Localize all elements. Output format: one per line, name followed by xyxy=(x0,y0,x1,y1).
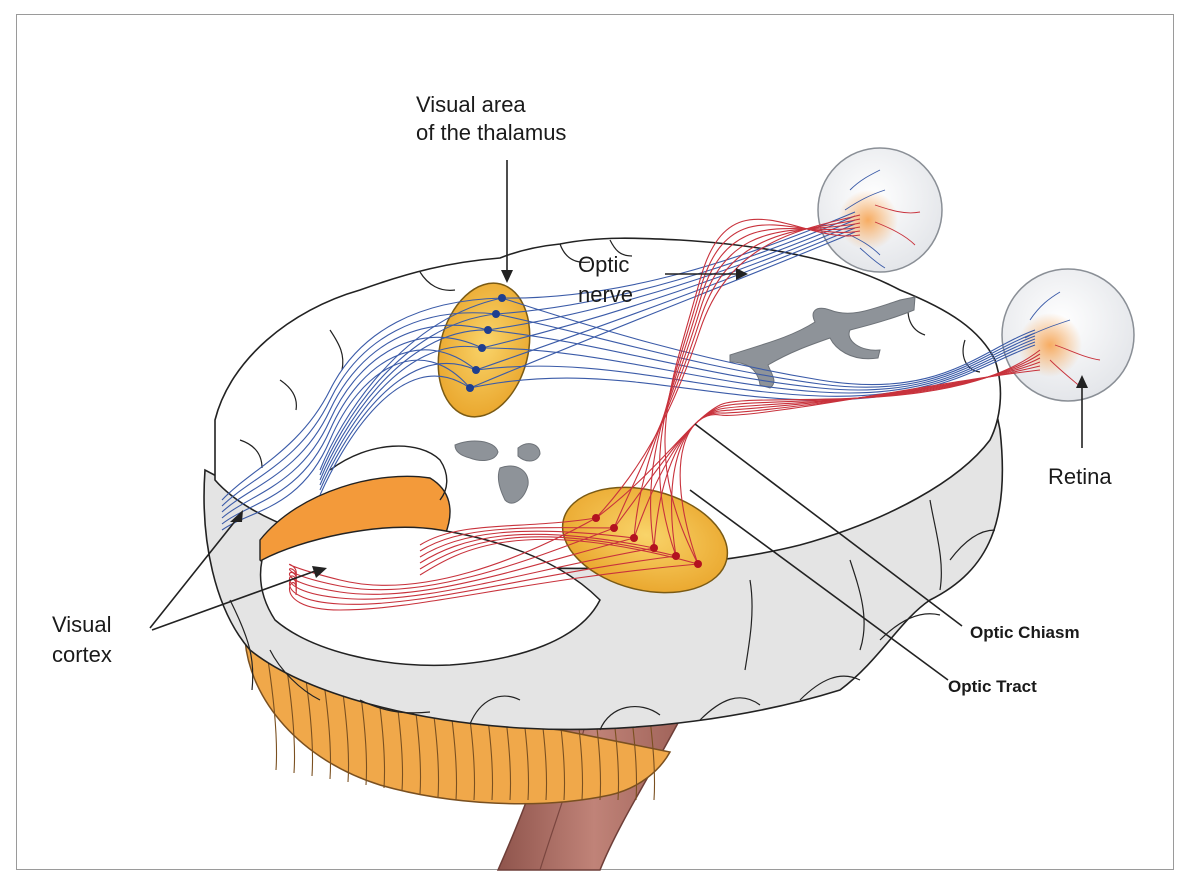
arrowhead-cortex-2 xyxy=(312,566,327,578)
optic-fiber-blue xyxy=(481,223,856,349)
label-thalamus-line2: of the thalamus xyxy=(416,120,566,145)
radiation-fiber-blue xyxy=(221,349,477,525)
label-retina: Retina xyxy=(1048,464,1112,489)
neuron-dot-red xyxy=(650,544,658,552)
arrowhead-retina xyxy=(1076,375,1088,388)
cortex-lower-lobe xyxy=(259,526,601,667)
neuron-dot-blue xyxy=(492,310,500,318)
surface-gyri xyxy=(239,239,981,469)
neuron-dot-blue xyxy=(466,384,474,392)
cerebellum-folium xyxy=(267,659,278,771)
label-optic-tract: Optic Tract xyxy=(948,677,1037,696)
label-visual-cortex-line1: Visual xyxy=(52,612,112,637)
optic-fiber-red xyxy=(595,349,1041,519)
cortex-fold xyxy=(329,445,448,501)
radiation-fiber-blue xyxy=(319,375,471,496)
thalamus-neurons-red xyxy=(592,514,702,568)
radiation-fiber-blue xyxy=(221,297,503,501)
optic-fiber-red xyxy=(679,369,1041,565)
radiation-fiber-blue xyxy=(319,329,489,481)
radiation-fiber-red xyxy=(288,563,699,611)
radiation-fiber-blue xyxy=(319,363,477,491)
neuron-dot-blue xyxy=(478,344,486,352)
neuron-dot-blue xyxy=(484,326,492,334)
right-eye-pathway-fibers xyxy=(288,214,1041,611)
third-ventricle xyxy=(454,440,541,504)
optic-fiber-red xyxy=(653,361,1041,549)
leader-lines xyxy=(149,160,1083,681)
radiation-fiber-red xyxy=(419,527,615,552)
optic-fiber-blue xyxy=(495,313,1036,388)
optic-fiber-blue xyxy=(487,219,856,331)
neuron-dot-blue xyxy=(472,366,480,374)
radiation-fiber-red xyxy=(288,547,655,600)
neuron-dot-red xyxy=(694,560,702,568)
arrowheads xyxy=(230,268,1088,578)
optic-fiber-blue xyxy=(495,215,856,315)
label-visual-cortex-line2: cortex xyxy=(52,642,112,667)
neuron-dot-red xyxy=(630,534,638,542)
neuron-dot-blue xyxy=(498,294,506,302)
radiation-fiber-red xyxy=(419,538,699,576)
radiation-fiber-red xyxy=(419,517,597,546)
optic-fiber-red xyxy=(671,365,1041,557)
thalamus-neurons-blue xyxy=(466,294,506,392)
radiation-fiber-red xyxy=(288,517,597,586)
optic-fiber-blue xyxy=(475,341,1036,397)
radiation-fiber-red xyxy=(419,536,677,570)
radiation-fiber-red xyxy=(288,527,615,591)
neuron-dot-red xyxy=(592,514,600,522)
optic-fiber-red xyxy=(633,357,1041,539)
radiation-fiber-blue xyxy=(319,313,497,476)
arrowhead-cortex-1 xyxy=(230,510,243,522)
label-optic-chiasm: Optic Chiasm xyxy=(970,623,1080,642)
arrowhead-optic-nerve xyxy=(736,268,748,280)
left-eye-pathway-fibers xyxy=(221,211,1036,531)
label-thalamus-line1: Visual area xyxy=(416,92,526,117)
optic-fiber-blue xyxy=(469,231,856,389)
optic-fiber-red xyxy=(664,218,861,565)
rim-gyri xyxy=(229,499,996,731)
optic-fiber-blue xyxy=(501,297,1036,386)
optic-fiber-red xyxy=(613,353,1041,529)
radiation-fiber-blue xyxy=(319,345,483,486)
line-optic-tract xyxy=(689,489,949,681)
lateral-ventricle xyxy=(729,296,916,389)
eyeball-upper xyxy=(817,147,943,273)
label-optic-nerve-line1: Optic xyxy=(578,252,629,277)
arrow-visual-cortex-2 xyxy=(151,569,319,631)
neuron-dot-red xyxy=(610,524,618,532)
line-optic-chiasm xyxy=(694,423,963,627)
radiation-fiber-red xyxy=(419,533,655,564)
optic-fiber-red xyxy=(649,226,861,549)
optic-fiber-blue xyxy=(481,338,1036,394)
radiation-fiber-red xyxy=(419,530,635,558)
radiation-fiber-blue xyxy=(221,324,489,513)
radiation-fiber-red xyxy=(288,537,635,595)
neuron-dot-red xyxy=(672,552,680,560)
optic-fiber-blue xyxy=(487,329,1036,391)
radiation-fiber-blue xyxy=(221,312,497,507)
optic-fiber-blue xyxy=(475,227,856,371)
arrow-visual-cortex-1 xyxy=(149,519,237,629)
radiation-fiber-blue xyxy=(221,336,483,519)
label-optic-nerve-line2: nerve xyxy=(578,282,633,307)
arrowhead-thalamus xyxy=(501,270,513,283)
radiation-fiber-blue xyxy=(221,359,471,531)
